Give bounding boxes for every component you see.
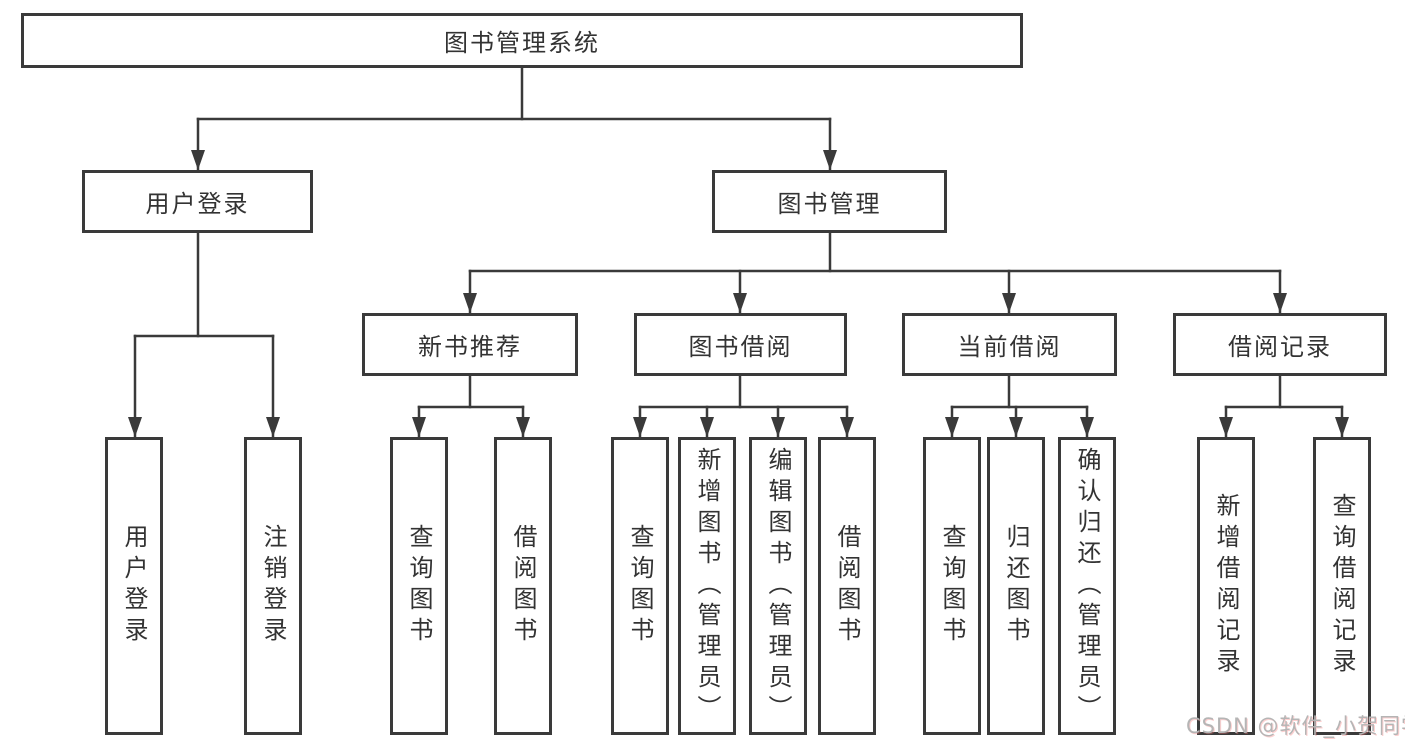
node-user-login: 用户登录 <box>82 170 313 233</box>
leaf-query-borrow-record: 查询借阅记录 <box>1313 437 1371 735</box>
leaf-logout: 注销登录 <box>244 437 302 735</box>
csdn-watermark: CSDN @软件_小贺同学 <box>1186 714 1405 738</box>
node-label: 借阅图书 <box>509 524 537 648</box>
leaf-borrow-books: 借阅图书 <box>818 437 876 735</box>
leaf-query-books-recommend: 查询图书 <box>390 437 448 735</box>
node-new-book-recommendation: 新书推荐 <box>362 313 578 376</box>
node-label: 注销登录 <box>259 524 287 648</box>
node-label: 用户登录 <box>120 524 148 648</box>
leaf-query-books-current: 查询图书 <box>923 437 981 735</box>
node-label: 查询图书 <box>626 524 654 648</box>
node-label: 确认归还（管理员） <box>1073 446 1101 726</box>
node-label: 新增借阅记录 <box>1212 493 1240 679</box>
node-label: 新书推荐 <box>418 333 522 361</box>
leaf-query-books-borrowing: 查询图书 <box>611 437 669 735</box>
node-current-borrowing: 当前借阅 <box>902 313 1117 376</box>
leaf-borrow-books-recommend: 借阅图书 <box>494 437 552 735</box>
node-label: 借阅图书 <box>833 524 861 648</box>
node-label: 新增图书（管理员） <box>693 446 721 726</box>
leaf-return-books: 归还图书 <box>987 437 1045 735</box>
node-book-borrowing: 图书借阅 <box>634 313 847 376</box>
node-label: 图书管理 <box>777 190 882 218</box>
node-label: 归还图书 <box>1002 524 1030 648</box>
leaf-user-login: 用户登录 <box>105 437 163 735</box>
node-label: 借阅记录 <box>1228 333 1332 361</box>
node-label: 用户登录 <box>145 190 250 218</box>
node-label: 图书管理系统 <box>444 29 600 57</box>
leaf-edit-books-admin: 编辑图书（管理员） <box>749 437 807 735</box>
node-label: 当前借阅 <box>957 333 1062 361</box>
node-label: 编辑图书（管理员） <box>764 446 792 726</box>
leaf-confirm-return-admin: 确认归还（管理员） <box>1058 437 1116 735</box>
leaf-add-borrow-record: 新增借阅记录 <box>1197 437 1255 735</box>
node-library-management-system: 图书管理系统 <box>21 13 1023 68</box>
node-label: 查询图书 <box>938 524 966 648</box>
node-label: 图书借阅 <box>688 333 793 361</box>
node-label: 查询借阅记录 <box>1328 493 1356 679</box>
leaf-add-books-admin: 新增图书（管理员） <box>678 437 736 735</box>
node-book-management: 图书管理 <box>712 170 947 233</box>
node-borrowing-records: 借阅记录 <box>1173 313 1387 376</box>
node-label: 查询图书 <box>405 524 433 648</box>
